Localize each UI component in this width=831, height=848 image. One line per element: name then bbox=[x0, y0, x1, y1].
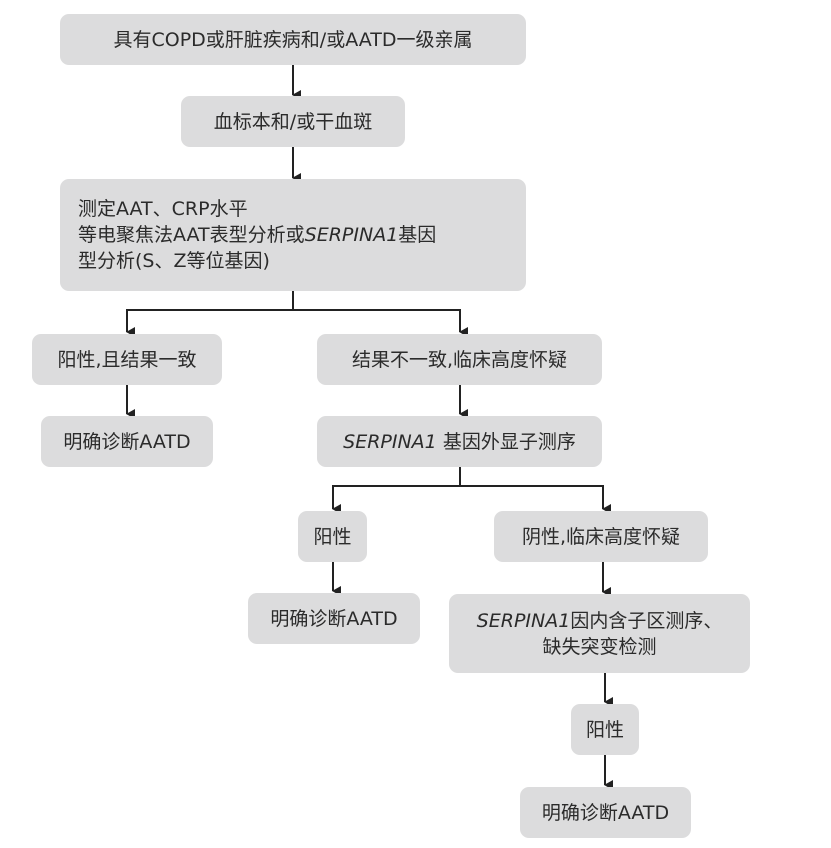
node-sample: 血标本和/或干血斑 bbox=[181, 96, 405, 147]
node-positive-2-text: 阳性 bbox=[313, 525, 352, 548]
node-test-line2: 等电聚焦法AAT表型分析或SERPINA1基因 bbox=[78, 222, 436, 248]
node-diagnosis-1: 明确诊断AATD bbox=[41, 416, 213, 467]
node-positive-3: 阳性 bbox=[571, 704, 639, 755]
node-intron-seq-line1: 因内含子区测序、 bbox=[570, 609, 723, 632]
node-test-line3: 型分析(S、Z等位基因) bbox=[78, 250, 270, 272]
node-start-text: 具有COPD或肝脏疾病和/或AATD一级亲属 bbox=[113, 28, 473, 51]
node-exon-seq: SERPINA1 基因外显子测序 bbox=[317, 416, 602, 467]
node-diagnosis-2: 明确诊断AATD bbox=[248, 593, 420, 644]
branch-connector-1 bbox=[126, 291, 294, 337]
node-diagnosis-1-text: 明确诊断AATD bbox=[63, 430, 191, 453]
node-positive-2: 阳性 bbox=[298, 511, 367, 562]
node-inconsistent-text: 结果不一致,临床高度怀疑 bbox=[351, 348, 568, 371]
node-test-line2-pre: 等电聚焦法AAT表型分析或 bbox=[78, 224, 305, 246]
node-negative-suspect-text: 阴性,临床高度怀疑 bbox=[521, 525, 681, 548]
node-exon-seq-text: 基因外显子测序 bbox=[442, 430, 576, 453]
node-test-line2-post: 基因 bbox=[398, 224, 437, 246]
node-test: 测定AAT、CRP水平 等电聚焦法AAT表型分析或SERPINA1基因 型分析(… bbox=[60, 179, 526, 291]
node-consistent-positive-text: 阳性,且结果一致 bbox=[57, 348, 197, 371]
node-sample-text: 血标本和/或干血斑 bbox=[213, 110, 373, 133]
node-intron-seq: SERPINA1因内含子区测序、 缺失突变检测 bbox=[449, 594, 750, 673]
node-intron-seq-line2: 缺失突变检测 bbox=[542, 635, 657, 658]
node-positive-3-text: 阳性 bbox=[585, 718, 624, 741]
branch-connector-2 bbox=[293, 309, 468, 337]
node-diagnosis-3: 明确诊断AATD bbox=[520, 787, 691, 838]
node-negative-suspect: 阴性,临床高度怀疑 bbox=[494, 511, 708, 562]
branch-connector-4 bbox=[460, 485, 611, 514]
gene-name: SERPINA1 bbox=[476, 609, 571, 632]
gene-name: SERPINA1 bbox=[304, 224, 399, 246]
node-consistent-positive: 阳性,且结果一致 bbox=[32, 334, 222, 385]
gene-name: SERPINA1 bbox=[343, 430, 437, 453]
node-inconsistent: 结果不一致,临床高度怀疑 bbox=[317, 334, 602, 385]
node-start: 具有COPD或肝脏疾病和/或AATD一级亲属 bbox=[60, 14, 526, 65]
node-diagnosis-2-text: 明确诊断AATD bbox=[270, 607, 398, 630]
node-test-line1: 测定AAT、CRP水平 bbox=[78, 198, 248, 220]
branch-connector-3 bbox=[332, 467, 461, 514]
node-diagnosis-3-text: 明确诊断AATD bbox=[541, 801, 670, 824]
